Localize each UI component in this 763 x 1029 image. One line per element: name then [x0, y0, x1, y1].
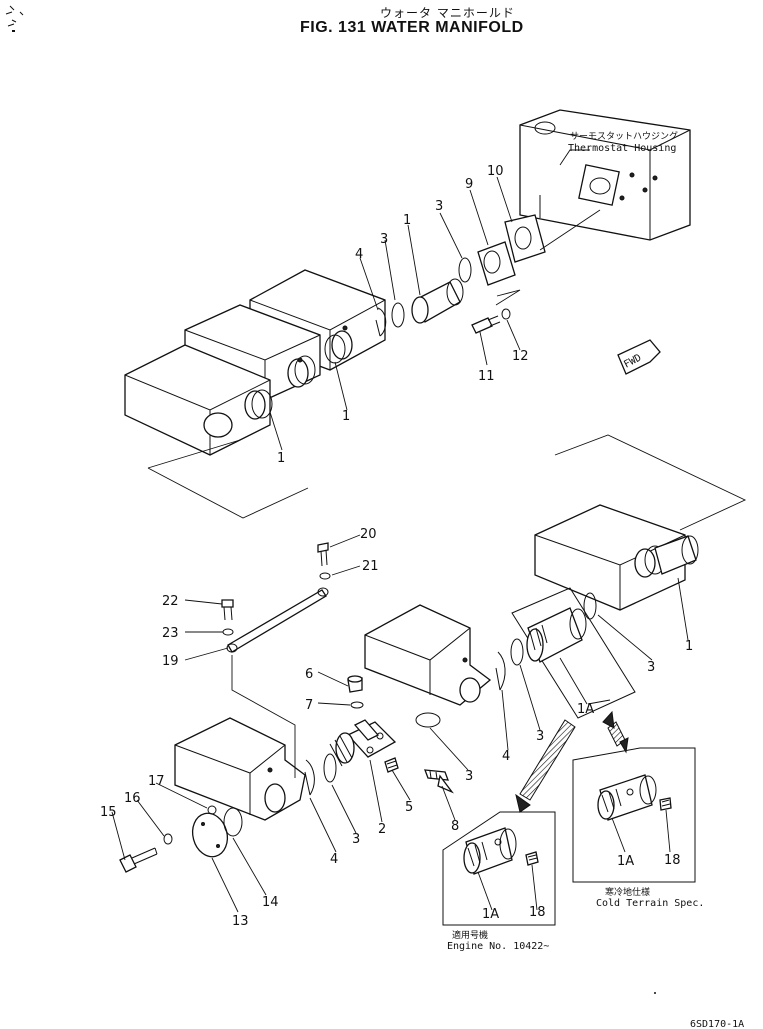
callout-5: 5: [405, 800, 413, 815]
pipe-1a-box: [511, 587, 636, 719]
washer-23: [222, 628, 234, 636]
cold-terrain-label: Cold Terrain Spec.: [596, 898, 704, 909]
callout-4-left: 4: [330, 852, 338, 867]
o-ring-upper-a: [391, 302, 405, 328]
bolt-11: [471, 315, 501, 334]
gasket-14: [223, 807, 243, 837]
water-manifold-upper: [124, 269, 386, 456]
callout-18-cold: 18: [664, 853, 681, 868]
callout-6: 6: [305, 667, 313, 682]
snap-ring-upper: [375, 307, 387, 337]
detail-box-standard: [442, 811, 556, 926]
bracket-19: [226, 587, 329, 653]
callout-7: 7: [305, 698, 313, 713]
callout-3-center: 3: [465, 769, 473, 784]
flange-adapter: [477, 241, 516, 286]
o-ring-right-a: [510, 638, 524, 666]
drawing-code: 6SD170-1A: [690, 1019, 744, 1029]
callout-1-upper: 1: [403, 213, 411, 228]
callout-1-middle: 1: [342, 409, 350, 424]
callout-1a-standard: 1A: [482, 907, 499, 922]
snap-ring-left: [304, 759, 315, 796]
o-ring-center: [415, 712, 441, 728]
washer-12: [501, 308, 511, 320]
water-manifold-right: [534, 504, 699, 611]
callout-10: 10: [487, 164, 504, 179]
bolt-15: [119, 847, 158, 873]
water-manifold-center: [364, 604, 492, 706]
callout-19: 19: [162, 654, 179, 669]
callout-22: 22: [162, 594, 179, 609]
callout-8: 8: [451, 819, 459, 834]
tee-fitting: [329, 719, 397, 767]
washer-16: [163, 833, 173, 845]
scan-dot: [654, 992, 656, 994]
callout-3-left: 3: [352, 832, 360, 847]
guide-line-bolt: [495, 289, 521, 306]
callout-labels: 1 1 1 1 1A 1A 1A 2 3 3 3 3 3 3 4 4 4 5 6…: [100, 164, 693, 929]
reference-outline-upper: [147, 439, 309, 519]
washer-21: [319, 572, 331, 580]
callout-11: 11: [478, 369, 495, 384]
thermostat-housing: [519, 109, 691, 241]
callout-20: 20: [360, 527, 377, 542]
callout-3-upper-b: 3: [435, 199, 443, 214]
leader-lines: [111, 149, 689, 913]
cover-13: [191, 812, 229, 858]
callout-15: 15: [100, 805, 117, 820]
o-ring-upper-b: [458, 257, 472, 283]
cold-terrain-label-jp: 寒冷地仕様: [605, 886, 650, 898]
callout-3-right-low: 3: [536, 729, 544, 744]
callout-3-right: 3: [647, 660, 655, 675]
plug-18-cold-terrain: [659, 797, 672, 811]
washer-7: [350, 701, 364, 709]
figure-title-japanese: ウォータ マニホールド: [380, 6, 515, 20]
callout-4-upper: 4: [355, 247, 363, 262]
callout-17: 17: [148, 774, 165, 789]
serial-label: Engine No. 10422~: [447, 941, 549, 952]
callout-2: 2: [378, 822, 386, 837]
callout-1-front: 1: [277, 451, 285, 466]
callout-14: 14: [262, 895, 279, 910]
gasket-upper: [504, 214, 546, 263]
plug-5: [384, 757, 399, 773]
sensor-8: [424, 769, 454, 794]
bolt-20: [317, 542, 329, 567]
callout-21: 21: [362, 559, 379, 574]
o-ring-left: [323, 753, 337, 783]
water-pipe-upper: [411, 278, 464, 324]
callout-13: 13: [232, 914, 249, 929]
forward-direction-arrow: [617, 339, 661, 375]
serial-label-jp: 適用号機: [452, 929, 488, 941]
thermostat-housing-label: Thermostat Housing: [568, 143, 676, 154]
guide-line-bracket: [231, 655, 296, 778]
water-manifold-lower-left: [174, 717, 306, 821]
thermostat-housing-label-jp: サーモスタットハウジング: [570, 130, 678, 142]
callout-9: 9: [465, 177, 473, 192]
detail-box-cold-terrain: [572, 747, 696, 883]
snap-ring-right: [495, 651, 506, 691]
plug-6: [347, 675, 363, 693]
callout-1a-cold: 1A: [617, 854, 634, 869]
callout-18-standard: 18: [529, 905, 546, 920]
reference-outline-right: [554, 434, 747, 531]
callout-23: 23: [162, 626, 179, 641]
plug-18-standard: [525, 851, 539, 866]
detail-arrow-cold-terrain: [602, 710, 629, 754]
guide-line-upper: [539, 209, 601, 251]
callout-1-right: 1: [685, 639, 693, 654]
washer-17: [207, 805, 217, 815]
callout-1a-main: 1A: [577, 702, 594, 717]
detail-arrow-standard: [515, 719, 576, 813]
callout-4-right: 4: [502, 749, 510, 764]
o-ring-right-b: [583, 592, 597, 620]
scan-artifact: [5, 5, 24, 32]
callout-12: 12: [512, 349, 529, 364]
figure-title: FIG. 131 WATER MANIFOLD: [300, 19, 524, 36]
bolt-22: [221, 599, 234, 621]
callout-3-upper-a: 3: [380, 232, 388, 247]
callout-16: 16: [124, 791, 141, 806]
